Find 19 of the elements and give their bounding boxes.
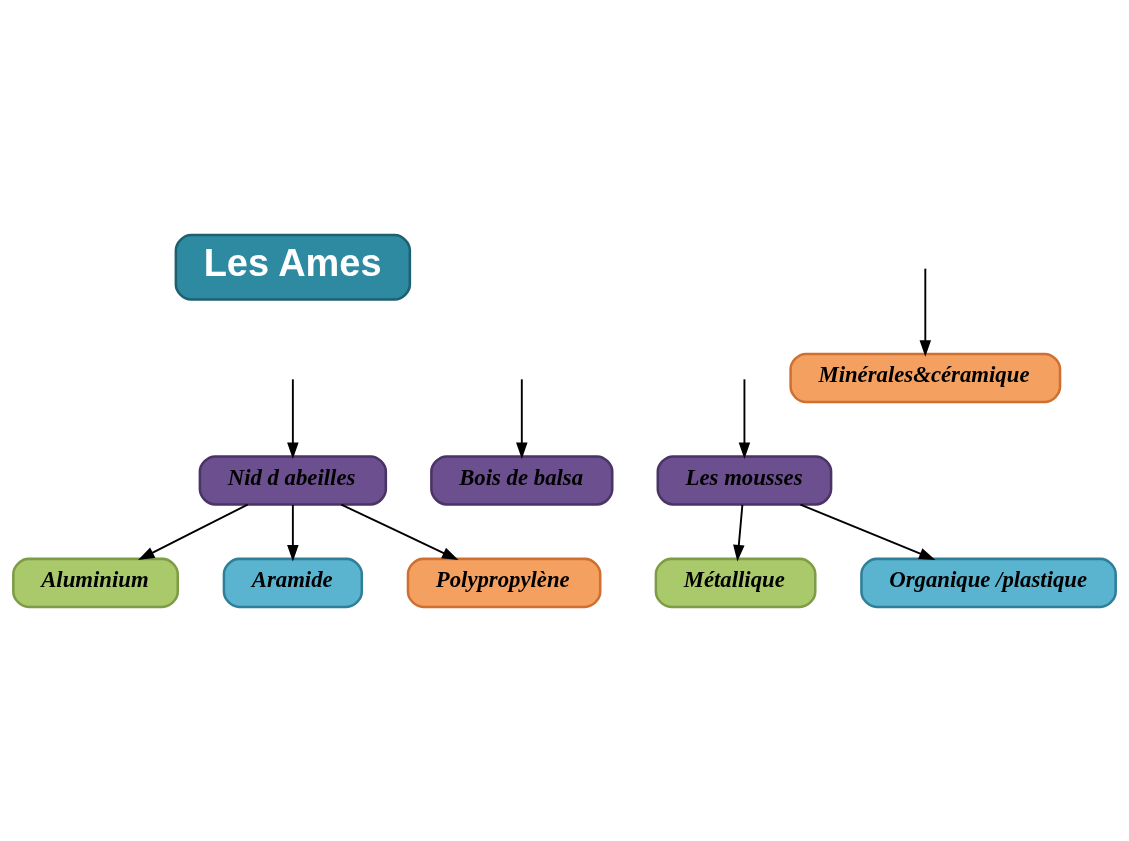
node-box: Nid d abeilles xyxy=(198,454,388,506)
arrow xyxy=(733,503,745,561)
node-box: Aramide xyxy=(222,557,364,608)
arrow xyxy=(919,267,932,357)
node-box: Les Ames xyxy=(174,233,412,301)
node-box: Minérales&céramique xyxy=(789,352,1062,403)
arrow xyxy=(138,503,249,560)
node-box: Polypropylène xyxy=(406,557,602,608)
node-box: Aluminium xyxy=(12,557,180,608)
arrow xyxy=(799,503,936,560)
node-box: Organique /plastique xyxy=(860,557,1117,608)
arrow xyxy=(287,503,299,561)
arrow xyxy=(738,377,751,459)
node-box: Les mousses xyxy=(656,454,833,506)
node-box: Métallique xyxy=(654,557,817,608)
arrow xyxy=(287,377,299,459)
arrow xyxy=(516,377,528,459)
node-box: Bois de balsa xyxy=(430,454,614,506)
arrow xyxy=(340,503,459,560)
